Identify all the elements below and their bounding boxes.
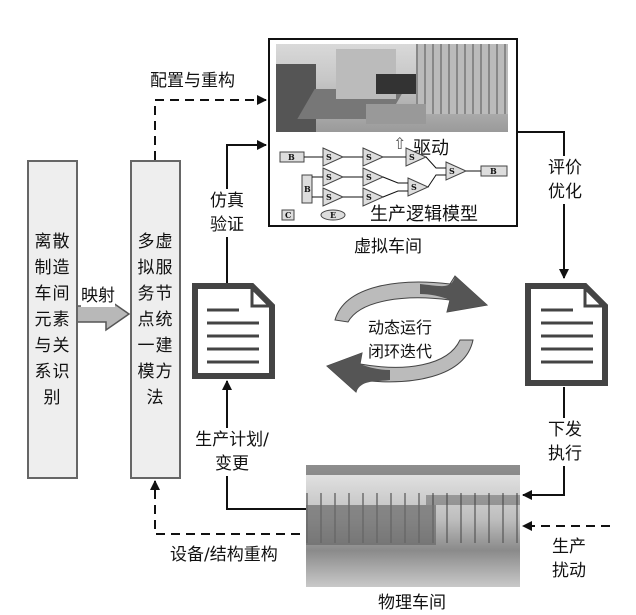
svg-text:S: S: [366, 192, 372, 202]
dispatch-label: 下发 执行: [543, 418, 587, 466]
virtual-workshop-panel: ⇧ 驱动 B S S S S S S S S S B B C E 生产逻辑模型: [268, 38, 518, 227]
sim-verify-arrow: [226, 140, 267, 283]
plan-label: 生产计划/ 变更: [187, 428, 277, 476]
physical-workshop-photo: [306, 465, 520, 587]
logic-model-graph: B S S S S S S S S S B B C E: [279, 147, 508, 221]
svg-text:S: S: [366, 172, 372, 182]
svg-text:E: E: [330, 210, 336, 220]
reconfig-arrow: [150, 480, 300, 535]
svg-text:S: S: [411, 182, 417, 192]
config-arrow: [154, 95, 267, 160]
svg-text:S: S: [326, 192, 332, 202]
virtual-scene-image: [276, 44, 508, 132]
virtual-workshop-title: 虚拟车间: [354, 236, 422, 258]
sim-verify-label: 仿真 验证: [204, 189, 250, 237]
element-identification-text: 离散制造车间元素与关系识别: [34, 231, 71, 408]
left-document-icon: [192, 283, 275, 379]
disturb-label: 生产 扰动: [547, 535, 591, 583]
svg-text:S: S: [409, 152, 415, 162]
svg-text:S: S: [449, 166, 455, 176]
element-identification-box: 离散制造车间元素与关系识别: [27, 160, 78, 479]
plan-arrow: [222, 380, 306, 510]
unified-modeling-box: 多虚拟服务节点统一建模方法: [130, 160, 181, 479]
config-label: 配置与重构: [150, 70, 235, 92]
right-document-icon: [525, 283, 608, 386]
svg-text:S: S: [326, 172, 332, 182]
logic-model-label: 生产逻辑模型: [370, 204, 478, 225]
svg-text:B: B: [304, 184, 311, 194]
loop-text: 动态运行 闭环迭代: [368, 318, 433, 361]
drive-label: 驱动: [413, 138, 449, 159]
svg-text:S: S: [366, 152, 372, 162]
eval-arrow: [518, 131, 569, 279]
svg-text:S: S: [326, 152, 332, 162]
eval-label: 评价 优化: [543, 156, 587, 204]
drive-arrow-icon: ⇧: [393, 134, 407, 153]
loop-arrows-icon: [326, 275, 489, 393]
svg-text:B: B: [490, 166, 497, 176]
reconfig-label: 设备/结构重构: [170, 544, 278, 566]
mapping-label: 映射: [81, 285, 115, 307]
svg-text:C: C: [285, 210, 291, 220]
physical-workshop-title: 物理车间: [378, 592, 446, 614]
svg-text:B: B: [288, 152, 295, 162]
unified-modeling-text: 多虚拟服务节点统一建模方法: [137, 231, 174, 408]
